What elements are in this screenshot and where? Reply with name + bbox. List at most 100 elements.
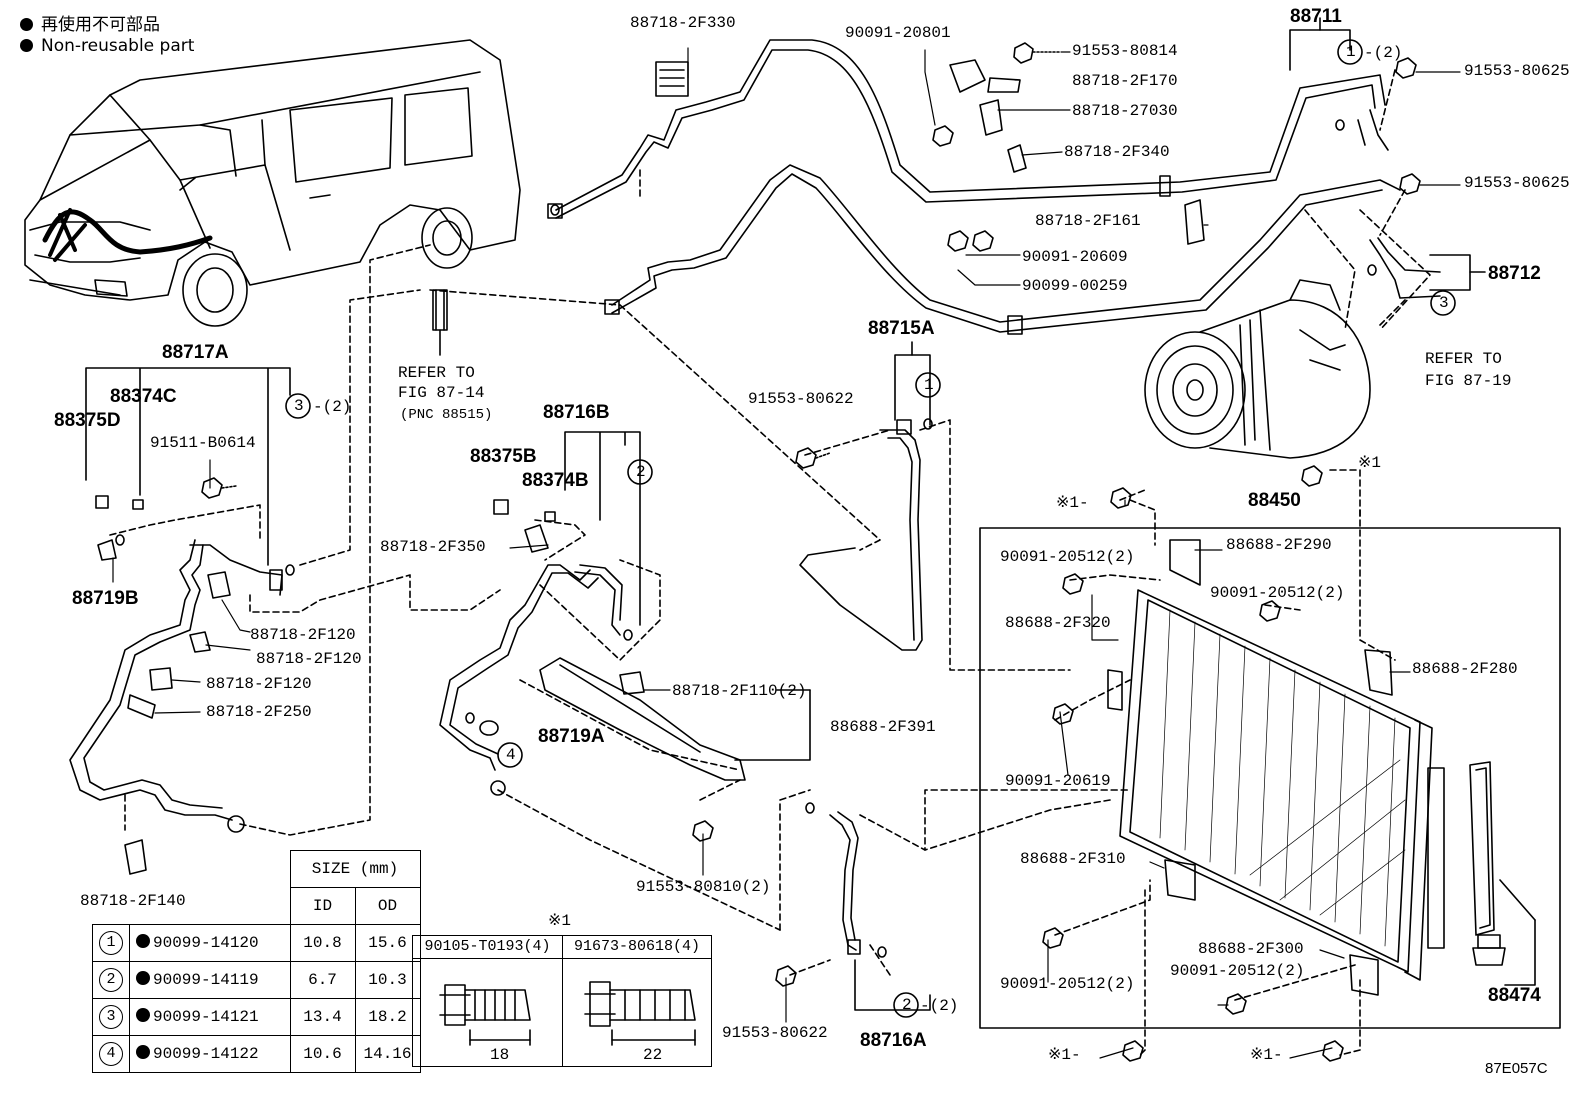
label-88688-2F320: 88688-2F320 (1005, 614, 1111, 632)
label-88718-27030: 88718-27030 (1072, 102, 1178, 120)
label-88717A: 88717A (162, 342, 229, 363)
bolt-box-mark: ※1 (548, 912, 572, 930)
non-reusable-icon (136, 934, 150, 948)
callout-1-top-num: 1 (1346, 43, 1356, 61)
label-91553-80810: 91553-80810(2) (636, 878, 771, 896)
expansion-valve-part (432, 289, 448, 356)
bolt-box-left-header: 90105-T0193(4) (413, 936, 562, 959)
row-ref: 1 (99, 931, 123, 955)
callout-3-left (285, 393, 311, 419)
refer-fig-87-19-line1[interactable]: REFER TO (1425, 350, 1502, 368)
refer-fig-87-14-line1[interactable]: REFER TO (398, 364, 475, 382)
qty-left: -(2) (313, 398, 352, 416)
star-note-bottom-right: ※1- (1250, 1046, 1283, 1064)
row-part: 90099-14120 (153, 934, 259, 952)
col-od: OD (354, 887, 421, 925)
refer-fig-87-19-line2[interactable]: FIG 87-19 (1425, 372, 1512, 390)
leader-lines (112, 47, 1461, 1059)
bullet-icon (20, 18, 33, 31)
label-88688-2F391: 88688-2F391 (830, 718, 936, 736)
label-88718-2F120-1: 88718-2F120 (250, 626, 356, 644)
row-ref: 3 (99, 1005, 123, 1029)
label-91553-80814: 91553-80814 (1072, 42, 1178, 60)
callout-3-left-num: 3 (294, 397, 304, 415)
row-id: 13.4 (289, 998, 356, 1036)
bolt-box: 90105-T0193(4) 91673-80618(4) (412, 935, 712, 1067)
callout-4 (497, 742, 523, 768)
pipe-88716B (439, 564, 623, 796)
label-90091-20619: 90091-20619 (1005, 772, 1111, 790)
label-88716A: 88716A (860, 1030, 927, 1051)
label-91553-80625-mid: 91553-80625 (1464, 174, 1570, 192)
label-90091-20512-a: 90091-20512(2) (1000, 548, 1135, 566)
suction-hose-88711 (547, 39, 1389, 219)
label-88715A: 88715A (868, 318, 935, 339)
legend-jp: 再使用不可部品 (20, 10, 160, 35)
star-note-bottom-left: ※1- (1048, 1046, 1081, 1064)
row-id: 10.8 (289, 924, 356, 962)
label-88688-2F280: 88688-2F280 (1412, 660, 1518, 678)
callout-2-bottom-num: 2 (902, 996, 912, 1014)
van-illustration (24, 39, 521, 327)
callout-2-mid-num: 2 (636, 463, 646, 481)
star-note-left: ※1- (1056, 494, 1089, 512)
legend-en-text: Non-reusable part (41, 36, 195, 56)
legend-en: Non-reusable part (20, 36, 194, 56)
label-88716B: 88716B (543, 402, 610, 423)
col-id: ID (289, 887, 356, 925)
label-88374B: 88374B (522, 470, 589, 491)
condenser-frame-88450 (979, 527, 1561, 1029)
table-row: 3 90099-14121 13.4 18.2 (92, 998, 421, 1036)
label-88375B: 88375B (470, 446, 537, 467)
row-od: 10.3 (354, 961, 421, 999)
label-88718-2F170: 88718-2F170 (1072, 72, 1178, 90)
ac-compressor (1144, 279, 1371, 459)
callout-2-mid (627, 459, 653, 485)
size-header: SIZE (mm) (289, 850, 421, 888)
label-88718-2F110: 88718-2F110(2) (672, 682, 807, 700)
liquid-pipe-88715A (799, 419, 923, 651)
star-note-top: ※1 (1358, 454, 1382, 472)
label-88474: 88474 (1488, 985, 1541, 1006)
refer-fig-87-14-line2[interactable]: FIG 87-14 (398, 384, 485, 402)
callout-3-right-num: 3 (1439, 294, 1449, 312)
row-id: 6.7 (289, 961, 356, 999)
dashed-leaders-top (639, 69, 1431, 331)
label-88718-2F120-3: 88718-2F120 (206, 675, 312, 693)
hose-88717A (69, 539, 283, 833)
label-88718-2F340: 88718-2F340 (1064, 143, 1170, 161)
callout-1-mid-num: 1 (924, 376, 934, 394)
non-reusable-icon (136, 1045, 150, 1059)
label-88688-2F300: 88688-2F300 (1198, 940, 1304, 958)
callout-circles (285, 39, 1456, 1018)
row-part: 90099-14122 (153, 1045, 259, 1063)
label-91553-80622-mid: 91553-80622 (748, 390, 854, 408)
table-row: 1 90099-14120 10.8 15.6 (92, 924, 421, 962)
row-id: 10.6 (289, 1035, 356, 1073)
pipe-88716A (829, 811, 861, 955)
discharge-hose-88712 (604, 164, 1441, 335)
label-88718-2F350: 88718-2F350 (380, 538, 486, 556)
label-88450: 88450 (1248, 490, 1301, 511)
label-88712: 88712 (1488, 263, 1541, 284)
label-90091-20512-c: 90091-20512(2) (1000, 975, 1135, 993)
bracket-88688-2F391 (539, 657, 746, 781)
label-88718-2F330: 88718-2F330 (630, 14, 736, 32)
refer-fig-87-14-pnc: (PNC 88515) (400, 407, 493, 423)
dashed-leaders-left (109, 244, 621, 836)
label-88711: 88711 (1290, 6, 1342, 27)
callout-2-bottom (893, 992, 919, 1018)
condenser-brackets (1107, 539, 1393, 996)
row-od: 18.2 (354, 998, 421, 1036)
label-88374C: 88374C (110, 386, 177, 407)
label-90091-20609: 90091-20609 (1022, 248, 1128, 266)
callout-3-right (1430, 290, 1456, 316)
label-88719B: 88719B (72, 588, 139, 609)
label-88718-2F120-2: 88718-2F120 (256, 650, 362, 668)
row-ref: 2 (99, 968, 123, 992)
label-88718-2F250: 88718-2F250 (206, 703, 312, 721)
qty-top: -(2) (1364, 44, 1403, 62)
table-row: 4 90099-14122 10.6 14.16 (92, 1035, 421, 1073)
row-part: 90099-14121 (153, 1008, 259, 1026)
